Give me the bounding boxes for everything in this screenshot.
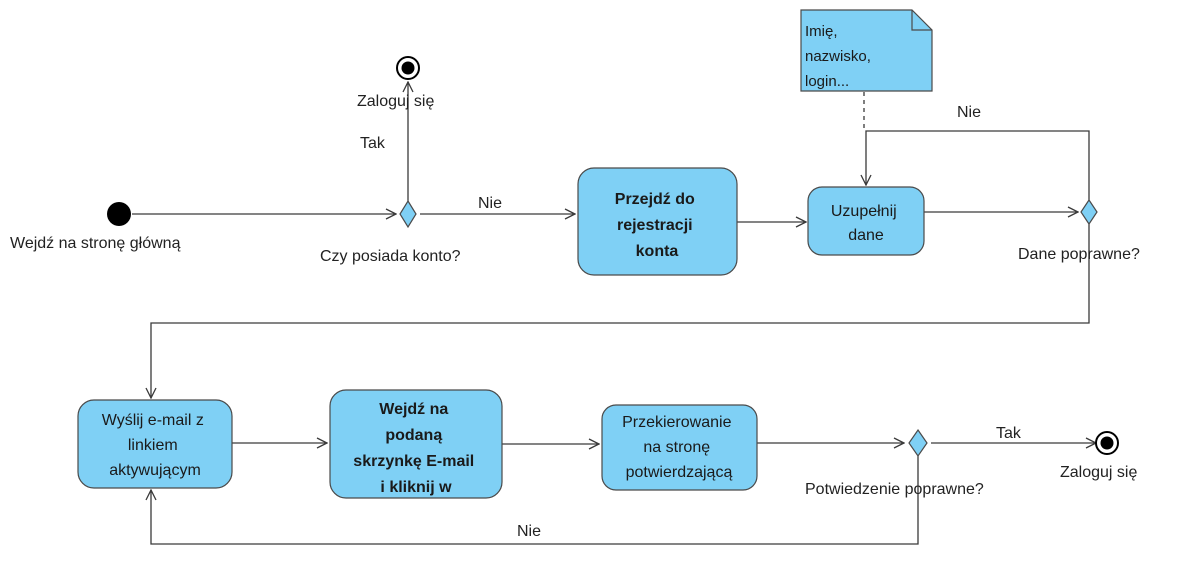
guard-tak-final: Tak [996,425,1022,442]
guard-nie-resend: Nie [517,523,541,540]
decision-account-label: Czy posiada konto? [320,248,461,265]
final-node-bottom-core [1100,436,1114,450]
final-node-top-core [401,61,415,75]
initial-node-label: Wejdź na stronę główną [10,235,181,252]
edge-decision-data-retry [866,130,1090,200]
activity-fill-data-text: Uzupełnij dane [831,203,901,244]
final-node-bottom-label: Zaloguj się [1060,464,1137,481]
edge-decision-confirm-resend [151,456,919,545]
activity-go-inbox [329,389,503,499]
decision-data [1080,198,1098,226]
activity-redirect-text: Przekierowanie na stronę potwierdzającą [622,414,736,481]
decision-confirm-label: Potwiedzenie poprawne? [805,481,984,498]
activity-redirect [601,404,758,491]
note-text: Imię, nazwisko, login... [805,23,875,90]
guard-nie-register: Nie [478,195,502,212]
activity-send-email [77,399,233,489]
decision-account [399,199,417,229]
activity-go-inbox-text: Wejdź na podaną skrzynkę E-mail i klikni… [353,401,478,496]
activity-register [577,167,738,276]
final-node-top-label: Zaloguj się [357,93,434,110]
activity-register-text: Przejdź do rejestracji konta [615,191,699,260]
decision-confirm [908,428,928,458]
activity-fill-data [807,186,925,256]
initial-node [107,202,131,226]
note [800,9,933,92]
guard-nie-retry: Nie [957,104,981,121]
activity-send-email-text: Wyślij e-mail z linkiem aktywującym [102,412,209,479]
note-fold [911,10,932,31]
decision-data-label: Dane poprawne? [1018,246,1140,263]
edge-decision-data-to-send [151,224,1090,398]
guard-tak-login: Tak [360,135,386,152]
